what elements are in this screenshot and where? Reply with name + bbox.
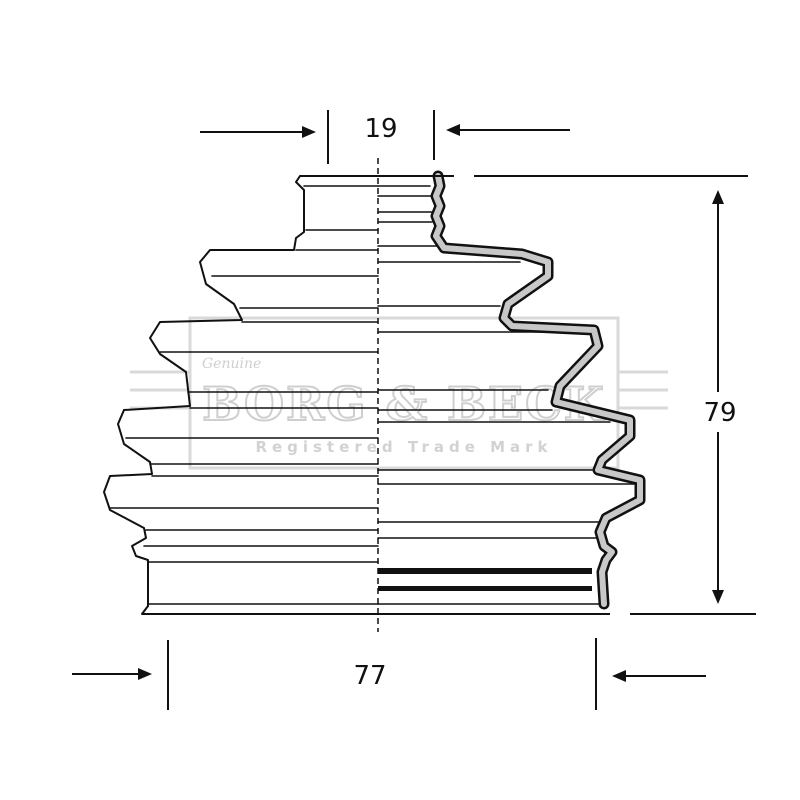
boot-clamp-groove-lower: [378, 586, 592, 591]
dimension-bottom-width: [72, 638, 706, 710]
watermark-side-bars-left: [130, 370, 190, 410]
watermark-script: Genuine: [202, 356, 261, 372]
watermark-frame: [188, 316, 620, 470]
boot-cross-section-wall: [378, 170, 646, 615]
dimension-bottom-width-label: 77: [353, 661, 386, 691]
boot-left-silhouette: [103, 175, 379, 615]
boot-clamp-groove-upper: [378, 568, 592, 574]
arrowhead-icon: [302, 126, 316, 138]
dimension-height-label-bg: [696, 392, 742, 432]
dimension-top-width: [200, 110, 570, 164]
dimension-top-width-label: 19: [364, 114, 397, 144]
arrowhead-icon: [712, 590, 724, 604]
watermark-subtitle: Registered Trade Mark: [255, 438, 552, 456]
watermark-brand: BORG & BECK: [202, 377, 605, 431]
boot-outline: [103, 175, 639, 615]
dimension-height-label: 79: [703, 398, 736, 428]
boot-left-bands: [109, 185, 379, 605]
arrowhead-icon: [446, 124, 460, 136]
watermark-side-bars-right: [618, 370, 668, 410]
arrowhead-icon: [712, 190, 724, 204]
arrowhead-icon: [138, 668, 152, 680]
boot-right-inner-bands: [377, 185, 639, 605]
arrowhead-icon: [612, 670, 626, 682]
watermark: [130, 316, 668, 470]
